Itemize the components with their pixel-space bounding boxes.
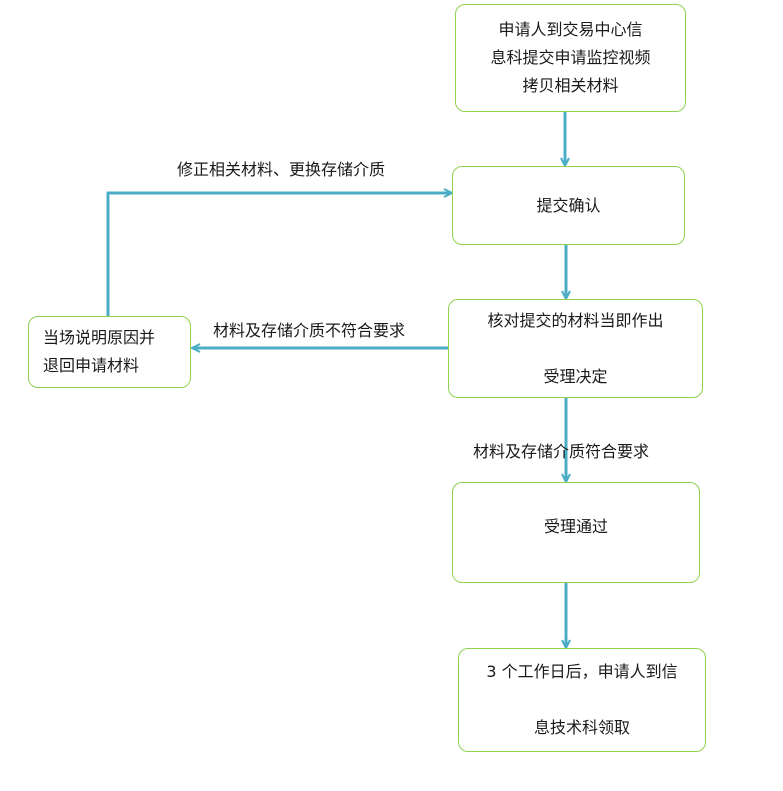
edge-label-ok: 材料及存储介质符合要求 xyxy=(473,442,650,461)
node-pickup: 3 个工作日后，申请人到信 息技术科领取 xyxy=(458,648,706,752)
node-apply-text: 申请人到交易中心信 息科提交申请监控视频 拷贝相关材料 xyxy=(490,20,651,95)
node-pickup-text: 3 个工作日后，申请人到信 息技术科领取 xyxy=(486,662,678,737)
node-accepted-text: 受理通过 xyxy=(543,517,608,536)
node-review: 核对提交的材料当即作出 受理决定 xyxy=(448,299,703,398)
node-accepted: 受理通过 xyxy=(452,482,700,583)
node-confirm: 提交确认 xyxy=(452,166,685,245)
node-reject-text: 当场说明原因并 退回申请材料 xyxy=(43,328,156,375)
arrow-reject-to-confirm xyxy=(106,193,451,316)
node-apply: 申请人到交易中心信 息科提交申请监控视频 拷贝相关材料 xyxy=(455,4,686,112)
node-review-text: 核对提交的材料当即作出 受理决定 xyxy=(487,310,664,386)
edge-label-resubmit: 修正相关材料、更换存储介质 xyxy=(177,160,386,179)
node-confirm-text: 提交确认 xyxy=(536,195,601,215)
edge-label-not-ok: 材料及存储介质不符合要求 xyxy=(213,321,406,340)
node-reject: 当场说明原因并 退回申请材料 xyxy=(28,316,191,388)
